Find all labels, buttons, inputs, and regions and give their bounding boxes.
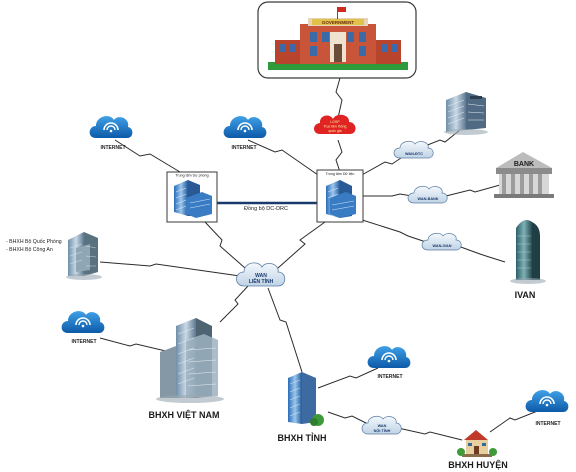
lgsp-cloud: LGSP Trục liên thông quốc gia bbox=[314, 114, 356, 134]
bhxh-vn-label: BHXH VIỆT NAM bbox=[148, 409, 219, 420]
bhxh-vn-building-icon bbox=[156, 318, 224, 403]
link-gov-lgsp bbox=[335, 77, 343, 119]
link-dr-wan bbox=[204, 221, 246, 269]
link-bhxhtinh-waninternal bbox=[327, 411, 369, 425]
ministries-item-0: - BHXH Bộ Quốc Phòng bbox=[6, 239, 62, 245]
internet-label-5: INTERNET bbox=[536, 421, 561, 427]
data-center-label: Trung tâm Dữ liệu bbox=[326, 172, 355, 176]
bhxh-vn-node: BHXH VIỆT NAM bbox=[148, 318, 224, 420]
connection-lines bbox=[99, 77, 541, 441]
bank-sign: BANK bbox=[514, 161, 534, 168]
link-internet5-huyen bbox=[489, 409, 541, 433]
bhxh-huyen-building-icon bbox=[457, 430, 497, 457]
link-lgsp-datacenter bbox=[335, 139, 343, 173]
wan-internal-line-1: NỘI TỈNH bbox=[374, 428, 391, 433]
dr-center-building-icon bbox=[174, 180, 212, 218]
internet-label-3: INTERNET bbox=[72, 339, 97, 345]
sync-label: Đồng bộ DC-DRC bbox=[244, 206, 288, 212]
link-wan-bhxhtinh bbox=[267, 287, 303, 373]
lgsp-line-2: quốc gia bbox=[328, 129, 341, 133]
dr-center-node bbox=[166, 171, 218, 223]
bank-node: BANK bbox=[494, 152, 554, 198]
data-center-building-icon bbox=[326, 180, 356, 218]
wan-ivan-cloud: WAN-IVAN bbox=[421, 232, 462, 251]
office-building-icon bbox=[444, 92, 488, 135]
internet-cloud-1 bbox=[89, 116, 133, 138]
government-building-icon bbox=[268, 7, 408, 70]
wan-province-cloud: WAN LIÊN TỈNH bbox=[236, 262, 286, 287]
wan-province-line-0: WAN bbox=[255, 273, 267, 279]
wan-ivan-label: WAN-IVAN bbox=[433, 244, 452, 248]
link-waninternal-huyen bbox=[397, 427, 463, 441]
bhxh-tinh-building-icon bbox=[288, 372, 324, 426]
wan-ttp-cloud: WAN-ĐTC bbox=[393, 140, 434, 159]
lgsp-line-1: Trục liên thông bbox=[323, 125, 346, 129]
wan-ttp-label: WAN-ĐTC bbox=[405, 152, 423, 156]
government-node: GOVERNMENT bbox=[257, 1, 417, 79]
link-ministries-wan bbox=[99, 261, 241, 277]
link-internet4-bhxhtinh bbox=[317, 367, 379, 389]
internet-cloud-2 bbox=[223, 116, 267, 138]
wan-bank-label: WAN-BANK bbox=[417, 197, 438, 201]
link-internet3-bhxhvn bbox=[99, 337, 171, 353]
wan-internal-line-0: WAN bbox=[378, 424, 387, 428]
data-center-node bbox=[316, 169, 364, 223]
wan-province-line-1: LIÊN TỈNH bbox=[249, 277, 274, 285]
link-wan-bhxhvn bbox=[219, 285, 249, 323]
internet-label-2: INTERNET bbox=[232, 145, 257, 151]
lgsp-line-0: LGSP bbox=[330, 120, 340, 124]
wan-bank-cloud: WAN-BANK bbox=[407, 185, 448, 204]
ministries-item-1: - BHXH Bộ Công An bbox=[6, 247, 53, 253]
link-internet1-dr bbox=[114, 139, 181, 173]
government-sign: GOVERNMENT bbox=[322, 20, 355, 25]
bhxh-huyen-label: BHXH HUYỆN bbox=[448, 459, 508, 470]
bhxh-tinh-node: BHXH TỈNH bbox=[278, 372, 327, 443]
bank-building-icon bbox=[494, 152, 554, 198]
link-wantc-building bbox=[419, 129, 461, 149]
internet-cloud-5 bbox=[525, 390, 569, 412]
ministries-building-icon bbox=[66, 232, 102, 280]
dr-center-label: Trung tâm Dự phòng bbox=[175, 174, 208, 178]
internet-cloud-3 bbox=[61, 311, 105, 333]
internet-label-1: INTERNET bbox=[101, 145, 126, 151]
bhxh-tinh-label: BHXH TỈNH bbox=[278, 432, 327, 443]
wan-internal-cloud: WAN NỘI TỈNH bbox=[361, 415, 402, 435]
link-datacenter-wanivan bbox=[355, 217, 433, 245]
ivan-label: IVAN bbox=[515, 290, 536, 300]
ivan-tower-icon bbox=[510, 220, 546, 284]
link-internet2-datacenter bbox=[247, 139, 319, 176]
ivan-node: IVAN bbox=[510, 220, 546, 300]
link-wanbank-bank bbox=[441, 184, 501, 198]
internet-label-4: INTERNET bbox=[378, 374, 403, 380]
link-wanivan-ivan bbox=[457, 245, 506, 263]
internet-cloud-4 bbox=[367, 346, 411, 368]
bhxh-huyen-node: BHXH HUYỆN bbox=[448, 430, 508, 470]
link-datacenter-wan bbox=[277, 221, 326, 269]
